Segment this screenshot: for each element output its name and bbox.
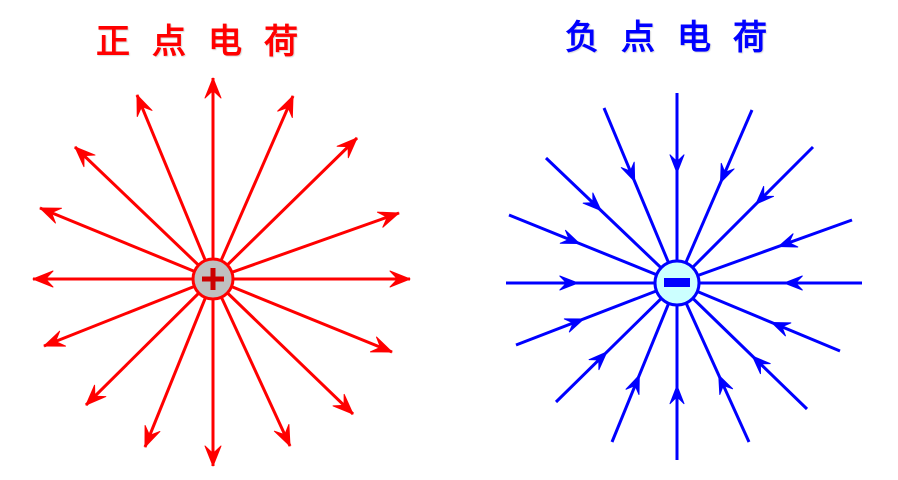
negative-charge-title: 负点电荷 [565, 18, 789, 58]
arrowhead-icon [669, 385, 685, 405]
negative-field-line [676, 218, 853, 285]
negative-field-line [675, 281, 809, 411]
arrowhead-icon [563, 318, 585, 333]
arrowhead-icon [136, 94, 153, 118]
minus-icon [664, 278, 690, 287]
positive-field-line [135, 94, 215, 280]
positive-field-line [143, 278, 215, 448]
negative-charge-field [506, 93, 862, 460]
arrowhead-icon [336, 137, 358, 159]
arrowhead-icon [273, 423, 291, 447]
arrowhead-icon [39, 207, 63, 224]
negative-field-line [508, 213, 678, 285]
positive-field-line [211, 95, 295, 280]
negative-field-line [675, 282, 751, 443]
positive-field-line [39, 206, 214, 281]
arrowhead-icon [625, 374, 640, 396]
arrowhead-icon [204, 445, 222, 467]
arrowhead-icon [771, 321, 792, 337]
arrowhead-icon [582, 192, 602, 211]
arrowhead-icon [559, 275, 579, 291]
arrowhead-icon [74, 146, 96, 168]
positive-field-line [73, 145, 215, 281]
negative-field-line [602, 107, 679, 284]
arrowhead-icon [620, 161, 636, 182]
negative-field-line [554, 281, 679, 404]
arrowhead-icon [755, 185, 775, 205]
negative-field-line [676, 281, 841, 353]
positive-field-line [43, 277, 214, 348]
arrowhead-icon [751, 355, 771, 375]
arrowhead-icon [332, 393, 354, 415]
arrowhead-icon [559, 229, 581, 245]
negative-field-line [515, 281, 678, 347]
positive-charge-field [32, 77, 411, 467]
arrowhead-icon [389, 270, 411, 288]
arrowhead-icon [669, 154, 685, 174]
arrowhead-icon [718, 374, 734, 396]
positive-charge-title: 正点电荷 [96, 22, 320, 62]
positive-field-line [211, 277, 355, 416]
negative-field-line [610, 282, 679, 443]
negative-field-line [544, 156, 679, 285]
positive-field-line [211, 136, 359, 281]
positive-field-line [212, 277, 393, 354]
arrowhead-icon [277, 95, 294, 119]
arrowhead-icon [369, 336, 393, 353]
arrowhead-icon [376, 211, 400, 228]
positive-field-line [84, 277, 215, 407]
arrowhead-icon [144, 424, 161, 448]
arrowhead-icon [204, 77, 222, 99]
arrowhead-icon [43, 330, 67, 347]
plus-icon [210, 268, 216, 290]
arrowhead-icon [588, 351, 608, 371]
negative-field-line [675, 145, 815, 285]
arrowhead-icon [85, 384, 107, 406]
negative-field-line [675, 109, 754, 284]
arrowhead-icon [720, 162, 735, 184]
arrowhead-icon [783, 275, 803, 291]
arrowhead-icon [32, 270, 54, 288]
arrowhead-icon [778, 233, 799, 248]
positive-field-line [212, 211, 400, 281]
positive-field-line [211, 278, 292, 447]
